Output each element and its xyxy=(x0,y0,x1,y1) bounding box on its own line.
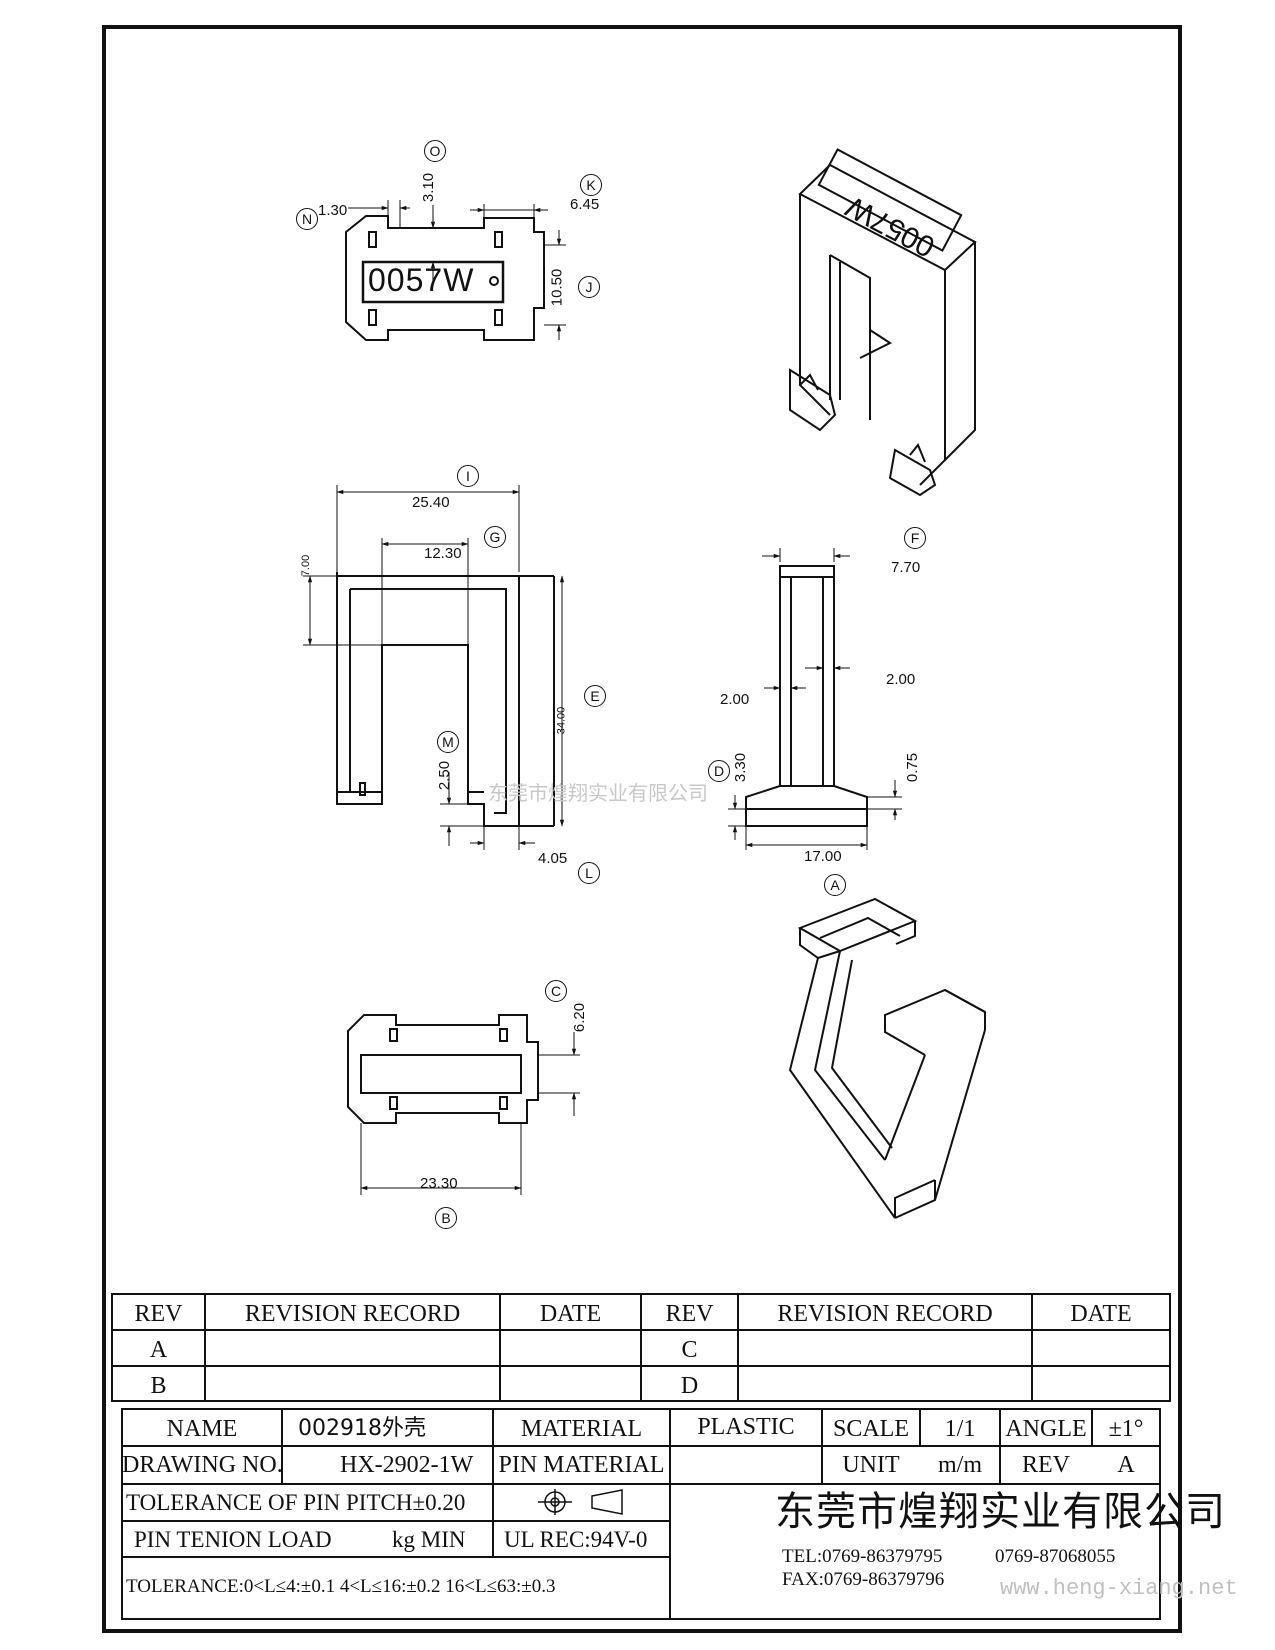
drawing-no-label: DRAWING NO. xyxy=(122,1452,283,1478)
pin-material-label: PIN MATERIAL xyxy=(498,1452,665,1478)
iso-mark-frame xyxy=(817,148,963,252)
tolerance-pitch: TOLERANCE OF PIN PITCH±0.20 xyxy=(126,1490,466,1515)
dim-i: 25.40 xyxy=(412,494,450,511)
rev-row-c: C xyxy=(681,1337,698,1363)
ul-rating: UL REC:94V-0 xyxy=(504,1527,648,1552)
front-view-dims xyxy=(303,485,565,850)
revision-record-header-1: REVISION RECORD xyxy=(244,1301,461,1327)
circle-label-o: O xyxy=(424,140,446,162)
company-tel-2: 0769-87068055 xyxy=(995,1546,1116,1567)
dim-e: 34.00 xyxy=(555,706,568,735)
angle-value: ±1° xyxy=(1108,1416,1144,1442)
rev-header-1: REV xyxy=(134,1301,183,1327)
material-value: PLASTIC xyxy=(697,1414,795,1440)
top-view-dims xyxy=(348,200,566,340)
dim-g: 12.30 xyxy=(424,545,462,562)
scale-value: 1/1 xyxy=(944,1416,976,1442)
side-view-dims xyxy=(728,548,902,850)
dim-k: 6.45 xyxy=(570,196,600,213)
pin-tension-unit: kg MIN xyxy=(392,1527,466,1552)
dim-h: 7.00 xyxy=(300,554,313,577)
dim-o: 3.10 xyxy=(420,172,438,203)
dim-t: 0.75 xyxy=(904,752,922,783)
rev-value: A xyxy=(1117,1452,1135,1478)
dim-n: 1.30 xyxy=(318,202,348,219)
website-watermark: www.heng-xiang.net xyxy=(1000,1576,1238,1601)
company-watermark: 东莞市煌翔实业有限公司 xyxy=(488,781,708,805)
angle-label: ANGLE xyxy=(1005,1416,1087,1442)
company-name: 东莞市煌翔实业有限公司 xyxy=(775,1489,1226,1535)
rev-header-2: REV xyxy=(665,1301,714,1327)
rev-row-a: A xyxy=(149,1337,168,1363)
company-fax: FAX:0769-86379796 xyxy=(782,1569,945,1590)
circle-label-e: E xyxy=(584,685,606,707)
bottom-view xyxy=(347,1014,539,1124)
dim-j: 10.50 xyxy=(548,268,566,307)
circle-label-i: I xyxy=(457,465,479,487)
tolerance-table: TOLERANCE:0<L≤4:±0.1 4<L≤16:±0.2 16<L≤63… xyxy=(126,1576,556,1597)
dim-b: 23.30 xyxy=(420,1175,458,1192)
revision-record-header-2: REVISION RECORD xyxy=(777,1301,993,1327)
dim-w-left: 2.00 xyxy=(720,691,750,708)
iso-view-bottom xyxy=(788,897,986,1219)
name-value: 002918外壳 xyxy=(298,1416,426,1441)
circle-label-a: A xyxy=(824,874,846,896)
material-label: MATERIAL xyxy=(520,1416,643,1442)
dim-f: 7.70 xyxy=(891,559,921,576)
dim-m: 2.50 xyxy=(436,760,454,791)
iso-view-top xyxy=(789,163,977,497)
pin-tension-label: PIN TENION LOAD xyxy=(134,1527,332,1552)
dim-l: 4.05 xyxy=(538,850,568,867)
side-view xyxy=(745,565,868,827)
dim-d: 3.30 xyxy=(732,752,750,783)
circle-label-b: B xyxy=(435,1207,457,1229)
unit-label: UNIT xyxy=(842,1452,900,1478)
projection-symbol-icon xyxy=(538,1489,623,1515)
circle-label-l: L xyxy=(578,862,600,884)
name-label: NAME xyxy=(166,1416,238,1442)
title-block-lines xyxy=(111,1293,1171,1620)
bottom-view-dims xyxy=(360,1032,580,1195)
dim-c: 6.20 xyxy=(571,1002,589,1033)
circle-label-n: N xyxy=(296,208,318,230)
top-view-mark: 0057W xyxy=(368,262,475,298)
rev-row-b: B xyxy=(150,1373,167,1399)
sheet-border xyxy=(102,25,1182,1633)
unit-value: m/m xyxy=(937,1452,982,1478)
circle-label-c: C xyxy=(545,980,567,1002)
rev-row-d: D xyxy=(680,1373,699,1399)
scale-label: SCALE xyxy=(832,1416,909,1442)
dim-a: 17.00 xyxy=(804,848,842,865)
date-header-2: DATE xyxy=(1070,1301,1132,1327)
circle-label-j: J xyxy=(578,276,600,298)
iso-mark-text: 0057W xyxy=(840,189,940,263)
rev-label: REV xyxy=(1022,1452,1070,1478)
dim-w-right: 2.00 xyxy=(886,671,916,688)
company-tel: TEL:0769-86379795 xyxy=(782,1546,943,1567)
circle-label-k: K xyxy=(580,174,602,196)
date-header-1: DATE xyxy=(539,1301,602,1327)
circle-label-g: G xyxy=(484,526,506,548)
circle-label-m: M xyxy=(437,731,459,753)
circle-label-d: D xyxy=(708,760,730,782)
drawing-no-value: HX-2902-1W xyxy=(340,1452,474,1478)
circle-label-f: F xyxy=(904,527,926,549)
